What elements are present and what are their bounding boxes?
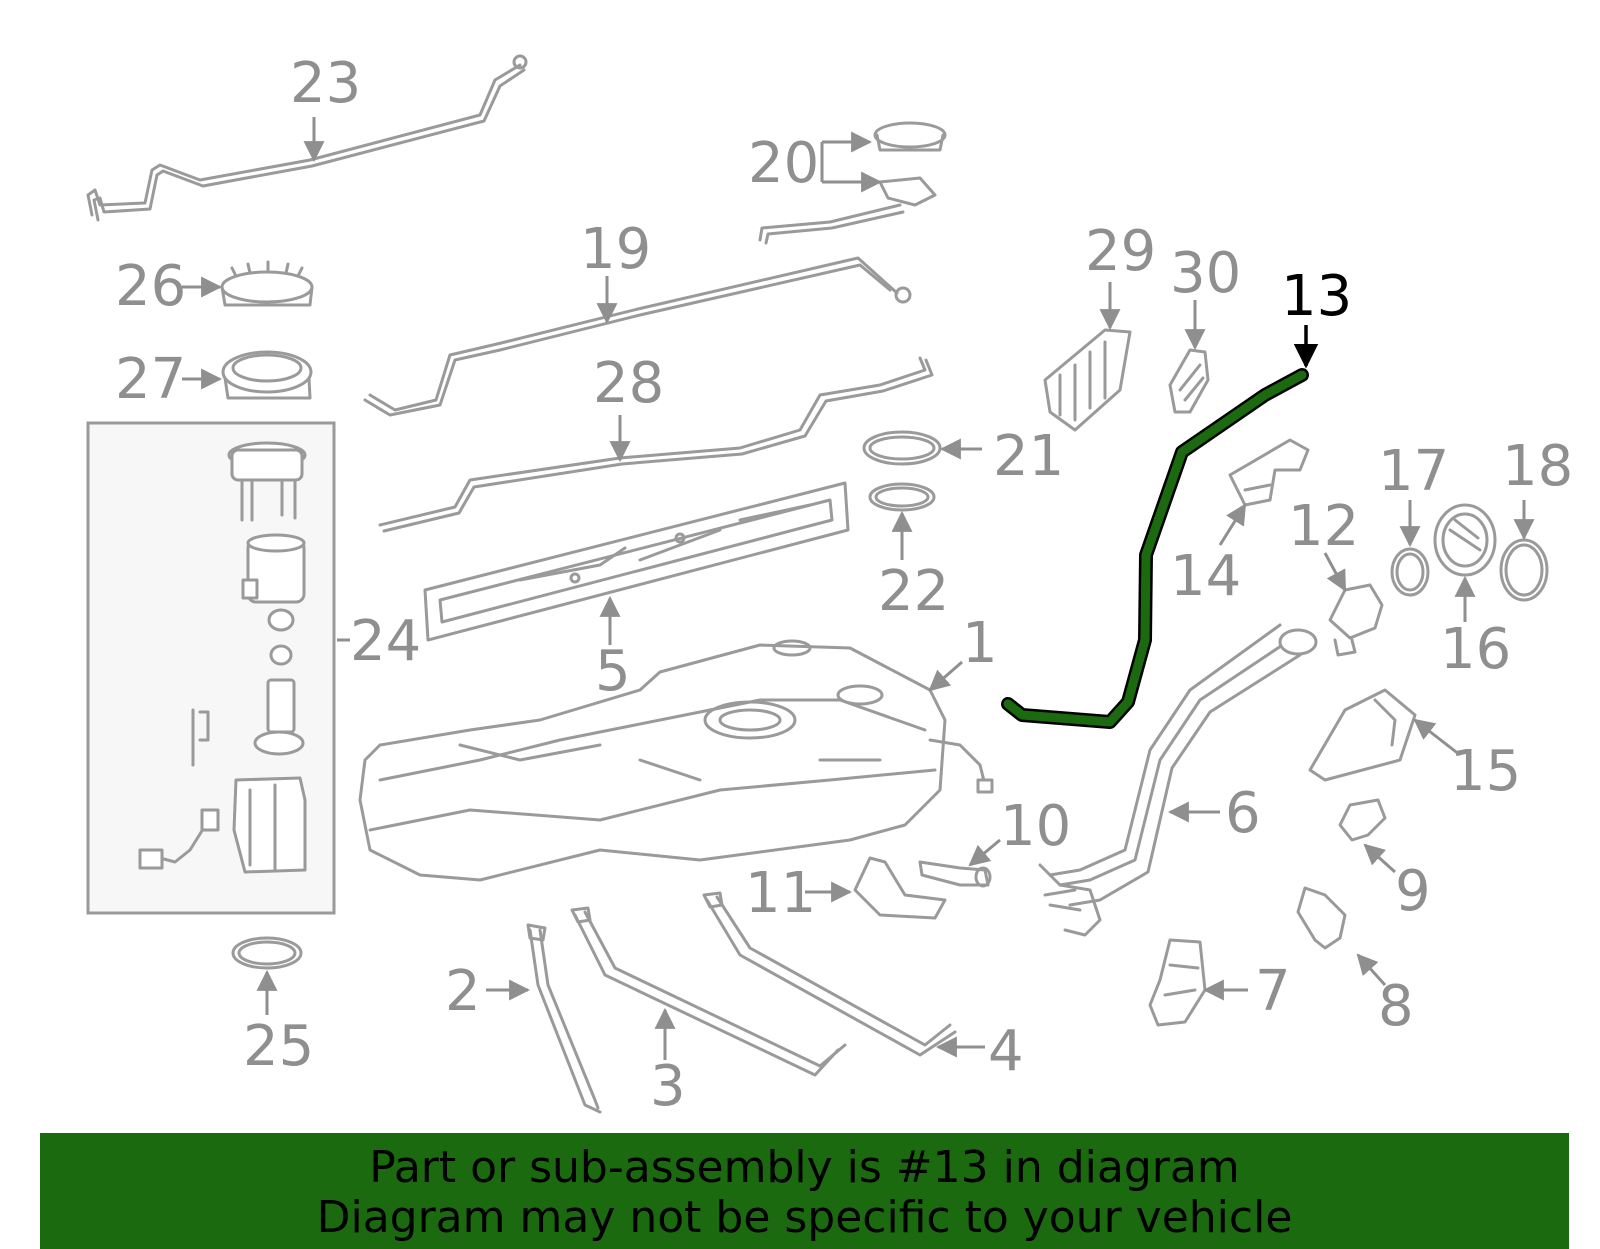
part-23-fuel-line[interactable]: [86, 54, 528, 222]
part-14-protector[interactable]: [1228, 438, 1310, 507]
part-13-breather-tube[interactable]: [1001, 368, 1309, 729]
part-20-sender-assembly[interactable]: [758, 121, 947, 245]
part-9-clip[interactable]: [1338, 798, 1387, 842]
part-1-fuel-tank[interactable]: [358, 639, 994, 882]
part-12-filler-cap[interactable]: [1328, 583, 1384, 657]
banner-line-2: Diagram may not be specific to your vehi…: [316, 1192, 1293, 1243]
part-2-strap[interactable]: [526, 923, 602, 1114]
arrow-12: [1323, 552, 1347, 592]
label-19: 19: [580, 217, 651, 282]
label-14: 14: [1170, 544, 1241, 609]
part-18-o-ring[interactable]: [1499, 538, 1549, 602]
label-21: 21: [993, 424, 1064, 489]
label-30: 30: [1170, 241, 1241, 306]
part-30-clip[interactable]: [1168, 348, 1210, 414]
part-22-gasket[interactable]: [868, 482, 936, 512]
arrow-9: [1363, 843, 1397, 874]
part-6-filler-pipe[interactable]: [1038, 623, 1318, 937]
part-5-protector[interactable]: [423, 481, 850, 642]
banner-line-1: Part or sub-assembly is #13 in diagram: [369, 1142, 1240, 1193]
part-26-lock-ring[interactable]: [220, 260, 314, 307]
label-16: 16: [1440, 617, 1511, 682]
label-7: 7: [1255, 959, 1291, 1024]
label-12: 12: [1288, 494, 1359, 559]
label-15: 15: [1450, 739, 1521, 804]
part-3-strap[interactable]: [570, 906, 847, 1077]
label-25: 25: [243, 1014, 314, 1079]
label-6: 6: [1225, 781, 1261, 846]
part-19-fuel-line[interactable]: [363, 256, 912, 417]
part-7-protector[interactable]: [1148, 938, 1207, 1027]
label-11: 11: [745, 861, 816, 926]
arrow-10: [968, 838, 1001, 867]
part-29-insulator[interactable]: [1043, 328, 1132, 432]
part-10-valve[interactable]: [918, 860, 992, 888]
arrow-15: [1413, 718, 1461, 757]
label-27: 27: [115, 347, 186, 412]
arrow-8: [1356, 953, 1387, 987]
part-24-fuel-pump-assembly[interactable]: [86, 421, 336, 915]
label-18: 18: [1502, 434, 1573, 499]
label-29: 29: [1085, 219, 1156, 284]
label-22: 22: [878, 559, 949, 624]
label-10: 10: [1000, 794, 1071, 859]
label-3: 3: [650, 1054, 686, 1119]
label-8: 8: [1378, 974, 1414, 1039]
label-28: 28: [593, 351, 664, 416]
label-23: 23: [290, 51, 361, 116]
label-2: 2: [445, 959, 481, 1024]
part-17-o-ring[interactable]: [1390, 547, 1430, 597]
label-1: 1: [962, 611, 998, 676]
label-13: 13: [1281, 264, 1352, 329]
part-21-gasket[interactable]: [862, 430, 942, 466]
label-24: 24: [350, 609, 421, 674]
part-28-fuel-line[interactable]: [378, 356, 934, 533]
info-banner: Part or sub-assembly is #13 in diagram D…: [40, 1133, 1569, 1249]
part-11-bracket[interactable]: [853, 856, 947, 920]
part-15-filler-housing[interactable]: [1308, 688, 1417, 782]
arrow-1: [928, 660, 963, 692]
label-17: 17: [1378, 439, 1449, 504]
arrow-14: [1218, 503, 1247, 546]
bracket-20: [820, 140, 867, 184]
part-25-o-ring[interactable]: [231, 936, 303, 970]
label-9: 9: [1395, 859, 1431, 924]
label-4: 4: [988, 1019, 1024, 1084]
part-27-gasket[interactable]: [221, 350, 313, 400]
part-16-filler-opening[interactable]: [1433, 503, 1497, 577]
part-8-bracket[interactable]: [1296, 886, 1347, 950]
label-26: 26: [115, 254, 186, 319]
label-20: 20: [748, 131, 819, 196]
